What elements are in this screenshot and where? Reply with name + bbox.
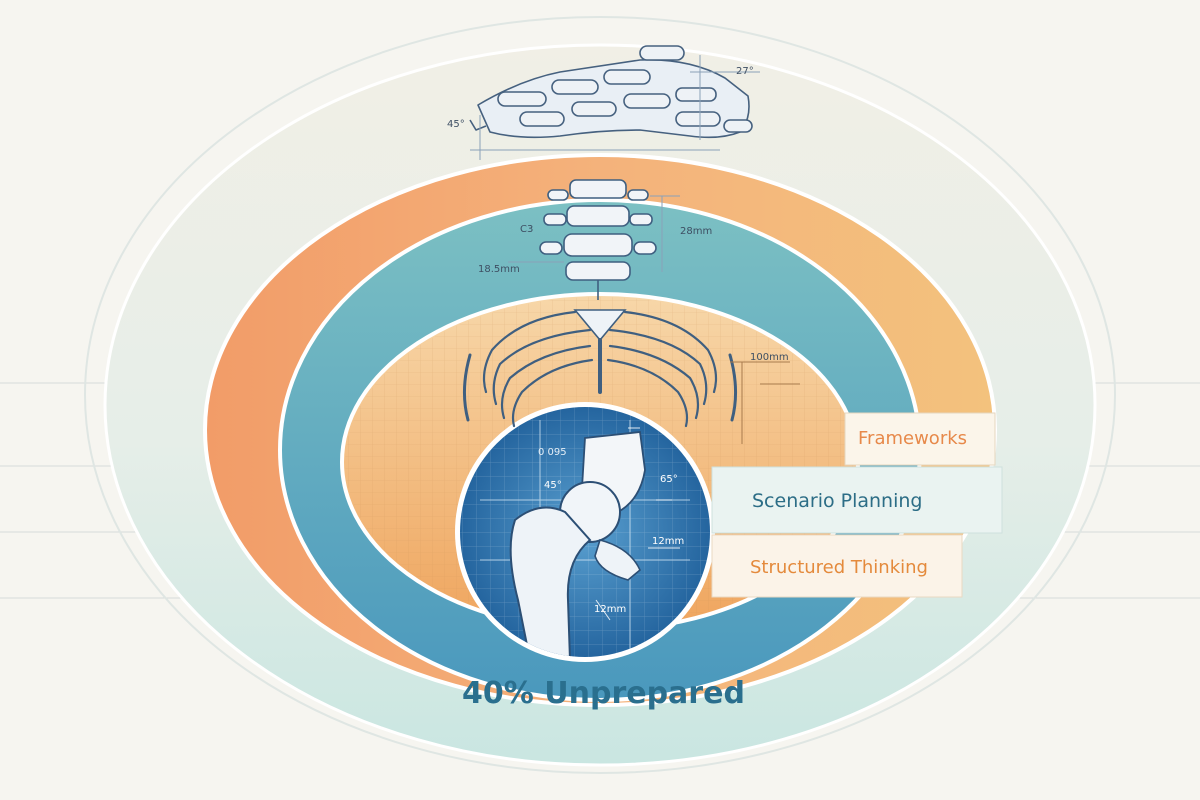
rib-dimension-lines	[730, 361, 800, 444]
label-bands	[711, 412, 1003, 598]
spine-width-label: 18.5mm	[478, 264, 520, 275]
spine-dimension-lines	[508, 195, 680, 272]
scenario-planning-label: Scenario Planning	[752, 490, 923, 512]
hip-joint-illustration	[480, 420, 690, 657]
frameworks-band	[844, 412, 996, 466]
hip-gap-label: 12mm	[652, 536, 684, 547]
structured-thinking-label: Structured Thinking	[750, 557, 928, 578]
hand-angle-right: 27°	[736, 66, 754, 77]
spine-illustration	[539, 179, 657, 300]
hip-angle-right-label: 65°	[660, 474, 678, 485]
structured-band	[711, 534, 963, 598]
rib-width-label: 100mm	[750, 352, 789, 363]
hip-dimension-lines	[595, 427, 680, 621]
ribcage-illustration	[462, 309, 738, 428]
hand-angle-left: 45°	[447, 119, 465, 130]
hand-bones-illustration	[469, 45, 760, 160]
unprepared-label: 40% Unprepared	[462, 676, 745, 711]
spine-level-label: C3	[520, 224, 533, 235]
spine-height-label: 28mm	[680, 226, 712, 237]
frameworks-label: Frameworks	[858, 428, 968, 449]
hip-bottom-label: 12mm	[594, 604, 626, 615]
outer-ring	[84, 16, 1116, 774]
hip-angle-left-label: 45°	[544, 480, 562, 491]
scenario-band	[711, 466, 1003, 534]
hip-small-label: 0 095	[538, 447, 567, 458]
